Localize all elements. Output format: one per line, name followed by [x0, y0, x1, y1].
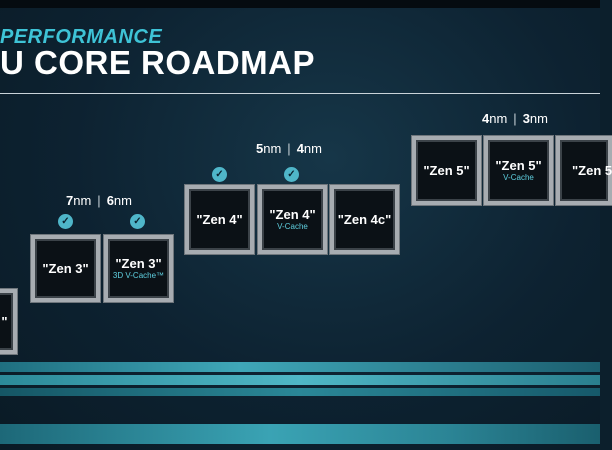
- decorative-stripe: [0, 375, 600, 385]
- chip-zen4c: "Zen 4c": [330, 185, 399, 254]
- decorative-stripe: [0, 362, 600, 372]
- chip-zen3: "Zen 3": [31, 235, 100, 302]
- title-divider: [0, 93, 600, 94]
- chip-name: "Zen 5": [495, 158, 542, 173]
- chip-zen4-vcache: "Zen 4" V-Cache: [258, 185, 327, 254]
- process-node-label-zen3: 7nm|6nm: [66, 193, 132, 208]
- chip-zen3-3d-vcache: "Zen 3" 3D V-Cache™: [104, 235, 173, 302]
- top-bar: [0, 0, 600, 8]
- slide-title: U CORE ROADMAP: [0, 44, 316, 81]
- chip-name: "Zen 5: [572, 163, 612, 178]
- chip-name: "Zen 3": [42, 261, 89, 276]
- chip-name: "Zen 4c": [337, 212, 392, 227]
- chip-name: "Zen 5": [423, 163, 470, 178]
- chip-zen5-vcache: "Zen 5" V-Cache: [484, 136, 553, 205]
- chip-zen4: "Zen 4": [185, 185, 254, 254]
- slide-subtitle: PERFORMANCE: [0, 26, 163, 48]
- chip-zen5c-partial: "Zen 5: [556, 136, 612, 205]
- decorative-stripe: [0, 424, 600, 444]
- chip-name: ": [1, 314, 8, 329]
- process-node-label-zen5: 4nm|3nm: [482, 111, 548, 126]
- chip-name: "Zen 3": [115, 256, 162, 271]
- check-icon: ✓: [58, 214, 73, 229]
- chip-subtitle: 3D V-Cache™: [112, 271, 165, 280]
- check-icon: ✓: [284, 167, 299, 182]
- check-icon: ✓: [130, 214, 145, 229]
- chip-zen5: "Zen 5": [412, 136, 481, 205]
- chip-name: "Zen 4": [269, 207, 316, 222]
- chip-subtitle: V-Cache: [503, 173, 534, 182]
- chip-subtitle: V-Cache: [277, 222, 308, 231]
- process-node-label-zen4: 5nm|4nm: [256, 141, 322, 156]
- chip-name: "Zen 4": [196, 212, 243, 227]
- check-icon: ✓: [212, 167, 227, 182]
- decorative-stripe: [0, 388, 600, 396]
- chip-zen2-partial: ": [0, 289, 17, 354]
